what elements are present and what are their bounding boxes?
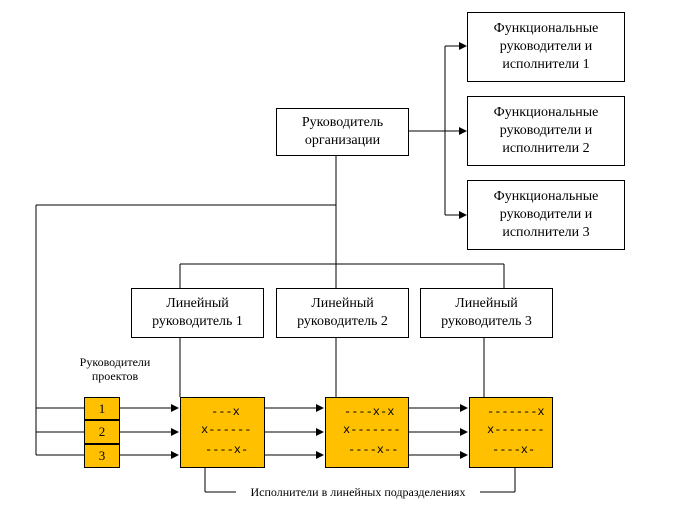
executor-cell-1-line-2: x------ bbox=[201, 423, 252, 437]
linear-label-1: Линейный руководитель 1 bbox=[152, 296, 243, 329]
executor-cell-2-line-1: ----x-x bbox=[344, 405, 395, 419]
project-box-3: 3 bbox=[84, 444, 120, 468]
linear-box-2: Линейный руководитель 2 bbox=[276, 288, 409, 338]
linear-box-1: Линейный руководитель 1 bbox=[131, 288, 264, 338]
project-box-1: 1 bbox=[84, 397, 120, 420]
functional-box-1: Функциональные руководители и исполнител… bbox=[467, 12, 625, 82]
functional-label-2: Функциональные руководители и исполнител… bbox=[493, 105, 599, 156]
executor-cell-3-line-1: -------x bbox=[487, 405, 545, 419]
head-label: Руководитель организации bbox=[301, 115, 384, 148]
project-box-2: 2 bbox=[84, 420, 120, 444]
executor-cell-2: ----x-x x------- ----x-- bbox=[325, 397, 409, 468]
footer-label: Исполнители в линейных подразделениях bbox=[236, 485, 480, 499]
functional-label-3: Функциональные руководители и исполнител… bbox=[493, 189, 599, 240]
linear-box-3: Линейный руководитель 3 bbox=[420, 288, 553, 338]
functional-box-2: Функциональные руководители и исполнител… bbox=[467, 96, 625, 166]
executor-cell-3-line-2: x------- bbox=[487, 423, 545, 437]
functional-label-1: Функциональные руководители и исполнител… bbox=[493, 21, 599, 72]
linear-label-2: Линейный руководитель 2 bbox=[297, 296, 388, 329]
executor-cell-1-line-1: ---x bbox=[211, 405, 240, 419]
linear-label-3: Линейный руководитель 3 bbox=[441, 296, 532, 329]
executor-cell-3: -------x x------- ----x- bbox=[469, 397, 553, 468]
head-box: Руководитель организации bbox=[276, 108, 409, 156]
executor-cell-3-line-3: ----x- bbox=[492, 443, 536, 457]
executor-cell-2-line-3: ----x-- bbox=[348, 443, 399, 457]
executor-cell-2-line-2: x------- bbox=[343, 423, 401, 437]
executor-cell-1-line-3: ----x- bbox=[205, 443, 249, 457]
executor-cell-1: ---x x------ ----x- bbox=[180, 397, 265, 468]
project-number-2: 2 bbox=[98, 424, 106, 439]
functional-box-3: Функциональные руководители и исполнител… bbox=[467, 180, 625, 250]
project-number-3: 3 bbox=[98, 448, 106, 463]
project-number-1: 1 bbox=[98, 400, 106, 416]
project-managers-title: Руководители проектов bbox=[79, 355, 151, 383]
